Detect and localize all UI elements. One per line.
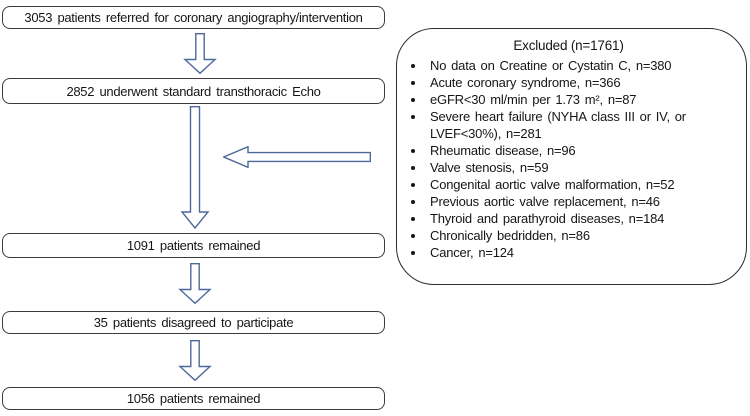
excluded-item: Rheumatic disease, n=96: [426, 142, 728, 159]
box-referred: 3053 patients referred for coronary angi…: [2, 6, 385, 29]
box-1056-remained-label: 1056 patients remained: [126, 391, 261, 406]
excluded-item: No data on Creatine or Cystatin C, n=380: [426, 57, 728, 74]
excluded-item: Valve stenosis, n=59: [426, 159, 728, 176]
excluded-list: No data on Creatine or Cystatin C, n=380…: [409, 57, 728, 261]
excluded-item: Severe heart failure (NYHA class III or …: [426, 108, 728, 142]
box-disagreed: 35 patients disagreed to participate: [2, 311, 385, 334]
excluded-item: Cancer, n=124: [426, 244, 728, 261]
box-1091-remained-label: 1091 patients remained: [126, 238, 261, 253]
excluded-item: Previous aortic valve replacement, n=46: [426, 193, 728, 210]
box-echo: 2852 underwent standard transthoracic Ec…: [2, 78, 385, 104]
box-disagreed-label: 35 patients disagreed to participate: [93, 315, 294, 330]
box-1091-remained: 1091 patients remained: [2, 233, 385, 258]
excluded-item: Thyroid and parathyroid diseases, n=184: [426, 210, 728, 227]
box-referred-label: 3053 patients referred for coronary angi…: [24, 10, 363, 25]
excluded-panel-title: Excluded (n=1761): [513, 38, 624, 53]
excluded-item: Congenital aortic valve malformation, n=…: [426, 176, 728, 193]
box-1056-remained: 1056 patients remained: [2, 387, 385, 410]
excluded-item: Acute coronary syndrome, n=366: [426, 74, 728, 91]
down-arrow-icon: [178, 263, 212, 304]
down-arrow-icon: [183, 33, 217, 74]
down-arrow-long-icon: [180, 106, 210, 229]
box-echo-label: 2852 underwent standard transthoracic Ec…: [66, 83, 321, 99]
excluded-item: Chronically bedridden, n=86: [426, 227, 728, 244]
excluded-item: eGFR<30 ml/min per 1.73 m², n=87: [426, 91, 728, 108]
left-arrow-icon: [223, 146, 371, 168]
excluded-panel: Excluded (n=1761) No data on Creatine or…: [396, 28, 747, 285]
down-arrow-icon: [178, 340, 212, 381]
